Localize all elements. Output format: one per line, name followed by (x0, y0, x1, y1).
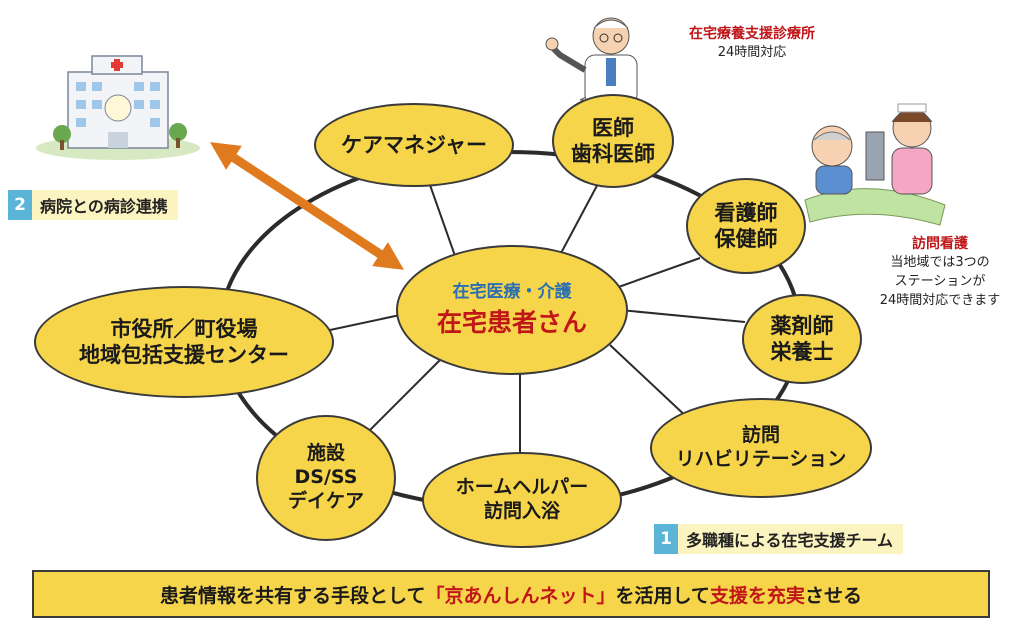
node-helper-line1: ホームヘルパー (455, 476, 589, 499)
node-pharmacist: 薬剤師 栄養士 (742, 294, 862, 384)
node-nurse-line1: 看護師 (714, 200, 778, 225)
node-facility-line2: DS/SS (294, 466, 358, 489)
team-label: 1 多職種による在宅支援チーム (654, 524, 904, 554)
spoke-rehab (609, 344, 691, 421)
visiting-nurse-line1: 当地域では3つの (890, 255, 990, 271)
node-facility: 施設 DS/SS デイケア (256, 415, 396, 541)
node-rehab-line1: 訪問 (741, 424, 780, 447)
banner-part3: を活用して (615, 584, 710, 607)
node-pharmacist-line1: 薬剤師 (770, 313, 834, 338)
spoke-city (329, 314, 401, 331)
doctor-icon (545, 17, 641, 106)
nurse-patient-icon (804, 103, 946, 226)
node-helper: ホームヘルパー 訪問入浴 (422, 452, 622, 548)
clinic-caption-line: 24時間対応 (717, 45, 787, 61)
banner-part1: 患者情報を共有する手段として (160, 584, 426, 607)
center-node-patient: 在宅医療・介護 在宅患者さん (396, 245, 628, 375)
spoke-doctor (559, 179, 601, 256)
team-text: 多職種による在宅支援チーム (686, 531, 894, 550)
node-rehab: 訪問 リハビリテーション (650, 398, 872, 498)
node-doctor-line1: 医師 (592, 115, 634, 140)
node-facility-line1: 施設 (306, 442, 345, 465)
spoke-facility (359, 359, 441, 441)
node-city-line1: 市役所／町役場 (110, 316, 258, 341)
banner-part5: させる (804, 584, 862, 607)
summary-banner: 患者情報を共有する手段として 「京あんしんネット」 を活用して 支援を充実 させ… (32, 570, 990, 618)
hospital-link-text: 病院との病診連携 (40, 197, 168, 216)
banner-part2: 「京あんしんネット」 (425, 584, 616, 607)
node-city-line2: 地域包括支援センター (79, 343, 289, 367)
hospital-link-label: 2 病院との病診連携 (8, 190, 178, 220)
node-doctor-line2: 歯科医師 (571, 142, 655, 166)
hospital-link-arrow (209, 142, 405, 270)
node-facility-line3: デイケア (287, 489, 364, 512)
banner-part4: 支援を充実 (709, 584, 805, 607)
spoke-pharmacist (619, 309, 746, 323)
node-nurse: 看護師 保健師 (686, 178, 806, 274)
visiting-nurse-caption: 訪問看護 当地域では3つの ステーションが 24時間対応できます (862, 234, 1018, 311)
node-care-manager-label: ケアマネジャー (341, 132, 487, 157)
spokes (329, 179, 746, 455)
clinic-caption: 在宅療養支援診療所 24時間対応 (652, 24, 852, 63)
visiting-nurse-line2: ステーションが (894, 274, 986, 290)
spoke-nurse (609, 257, 701, 291)
node-nurse-line2: 保健師 (714, 227, 778, 251)
hospital-building-icon (36, 55, 200, 160)
visiting-nurse-title: 訪問看護 (912, 236, 968, 252)
node-helper-line2: 訪問入浴 (483, 500, 560, 522)
badge-number-2: 2 (8, 190, 32, 220)
node-city: 市役所／町役場 地域包括支援センター (34, 286, 334, 398)
center-subtitle: 在宅医療・介護 (452, 281, 572, 302)
clinic-caption-title: 在宅療養支援診療所 (689, 26, 815, 42)
node-rehab-line2: リハビリテーション (675, 448, 847, 470)
node-doctor: 医師 歯科医師 (552, 94, 674, 188)
center-title: 在宅患者さん (436, 308, 587, 337)
node-pharmacist-line2: 栄養士 (770, 340, 834, 364)
visiting-nurse-line3: 24時間対応できます (879, 292, 1001, 308)
badge-number-1: 1 (654, 524, 678, 554)
node-care-manager: ケアマネジャー (314, 103, 514, 187)
